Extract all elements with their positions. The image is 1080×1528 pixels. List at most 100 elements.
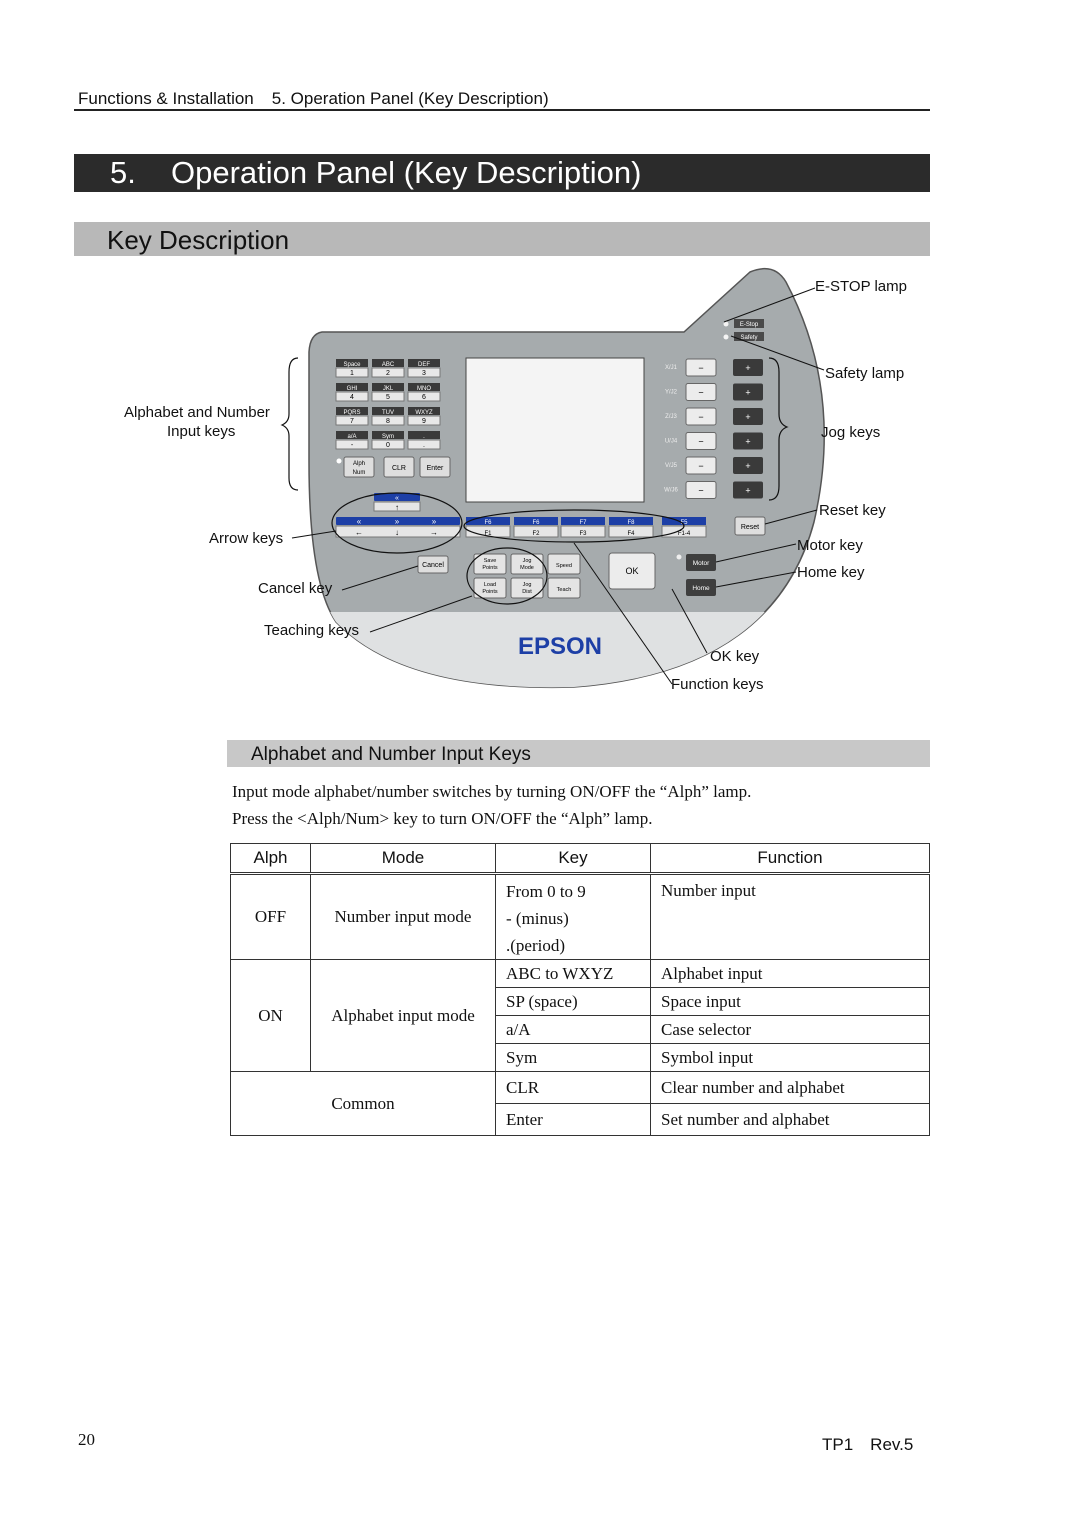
paragraph-1: Input mode alphabet/number switches by t…: [232, 782, 752, 801]
on-key-3: a/A: [495, 1015, 651, 1044]
subsection-title-text: Alphabet and Number Input Keys: [251, 744, 531, 765]
jog-plus-glyph: +: [745, 437, 750, 447]
function-key-bottom-label: F3: [579, 531, 587, 537]
teaching-key-label: Save: [484, 558, 497, 564]
jog-minus-glyph: −: [698, 388, 703, 398]
jog-minus-key: [685, 358, 717, 377]
function-key-top-label: F7: [579, 520, 587, 526]
keypad-key-bottom: [335, 439, 369, 450]
clr-label: CLR: [392, 465, 406, 472]
jog-minus-key: [685, 456, 717, 475]
function-key-top-label: F8: [627, 520, 635, 526]
teaching-key: [510, 577, 544, 599]
jog-axis-label: W/J6: [664, 488, 678, 494]
jog-minus-key: [685, 432, 717, 450]
jog-plus-key: [733, 383, 763, 401]
keypad-label-bottom: 5: [386, 394, 390, 401]
keypad-key-top: [372, 407, 404, 415]
on-function-1: Alphabet input: [650, 959, 930, 988]
epson-logo: EPSON: [518, 633, 602, 660]
keypad-key-bottom: [371, 415, 405, 426]
teaching-key-label: Load: [484, 582, 496, 588]
off-key-1: From 0 to 9: [506, 882, 586, 901]
keypad-label-bottom: -: [351, 442, 354, 449]
off-key-2: - (minus): [506, 909, 569, 928]
jog-minus-key: [685, 383, 717, 401]
svg-text:«: «: [395, 495, 399, 502]
enter-label: Enter: [427, 465, 444, 472]
callout-motor-key: Motor key: [797, 537, 863, 554]
keypad-key-top: [336, 383, 368, 391]
keypad-key-bottom: [407, 415, 441, 426]
jog-axis-label: Z/J3: [665, 414, 677, 420]
on-function-2: Space input: [650, 987, 930, 1016]
cancel-label: Cancel: [422, 562, 444, 569]
keypad-label-top: .: [423, 434, 425, 440]
chapter-text: Operation Panel (Key Description): [171, 155, 642, 190]
svg-text:↑: ↑: [395, 503, 399, 512]
teaching-key-label: Points: [482, 589, 498, 595]
jog-axis-label: X/J1: [665, 365, 678, 371]
jog-plus-glyph: +: [745, 388, 750, 398]
jog-axis-label: U/J4: [665, 439, 678, 445]
keypad-key-bottom: [371, 439, 405, 450]
keypad-key-bottom: [335, 367, 369, 378]
common-function-1: Clear number and alphabet: [650, 1071, 930, 1104]
keypad-key-bottom: [335, 391, 369, 402]
jog-plus-key: [733, 408, 763, 425]
on-key-2: SP (space): [495, 987, 651, 1016]
cell-common: Common: [230, 1071, 496, 1136]
jog-minus-glyph: −: [698, 363, 703, 373]
on-function-3: Case selector: [650, 1015, 930, 1044]
header-rule: [74, 109, 930, 111]
common-key-1: CLR: [495, 1071, 651, 1104]
keypad-key-top: [408, 407, 440, 415]
keypad-label-top: a/A: [347, 434, 356, 440]
motor-label: Motor: [693, 560, 710, 567]
operation-panel-illustration: E-Stop Safety Space1ABC2DEF3GHI4JKL5MNO6…: [280, 267, 825, 689]
function-key-bottom: [513, 525, 559, 538]
jog-minus-glyph: −: [698, 412, 703, 422]
jog-plus-glyph: +: [745, 363, 750, 373]
keypad-label-top: WXYZ: [415, 410, 433, 416]
page-number: 20: [78, 1430, 95, 1449]
keypad-label-top: Space: [343, 362, 361, 368]
cell-off-function: Number input: [650, 873, 930, 960]
callout-reset-key: Reset key: [819, 502, 886, 519]
keypad-label-top: DEF: [418, 362, 430, 368]
on-key-4: Sym: [495, 1043, 651, 1072]
function-key-top: [561, 517, 605, 525]
keypad-key-top: [336, 431, 368, 439]
callout-ok-key: OK key: [710, 648, 760, 665]
keypad-key-top: [372, 383, 404, 391]
teaching-key-label: Mode: [520, 565, 534, 571]
jog-minus-glyph: −: [698, 461, 703, 471]
subsection-title: Alphabet and Number Input Keys: [227, 740, 930, 767]
keypad-label-top: TUV: [382, 410, 394, 416]
section-title-text: Key Description: [107, 225, 290, 255]
teaching-key: [547, 553, 581, 575]
paragraph-2: Press the <Alph/Num> key to turn ON/OFF …: [232, 809, 653, 828]
keypad-label-top: MNO: [417, 386, 431, 392]
on-function-4: Symbol input: [650, 1043, 930, 1072]
ok-label: OK: [625, 566, 638, 576]
jog-plus-key: [733, 481, 763, 499]
alpha-number-keypad: Space1ABC2DEF3GHI4JKL5MNO6PQRS7TUV8WXYZ9…: [335, 359, 441, 450]
cell-on-mode: Alphabet input mode: [310, 959, 496, 1072]
keypad-label-bottom: .: [423, 442, 425, 449]
keypad-key-bottom: [335, 415, 369, 426]
function-key-top-label: F5: [680, 520, 688, 526]
teaching-key-label: Teach: [557, 587, 572, 593]
function-key-top: [609, 517, 653, 525]
function-key-top: [514, 517, 558, 525]
off-key-3: .(period): [506, 936, 566, 955]
keypad-label-top: JKL: [383, 386, 394, 392]
jog-plus-key: [733, 359, 763, 376]
teaching-key-label: Speed: [556, 563, 572, 569]
keypad-label-bottom: 1: [350, 370, 354, 377]
common-function-2: Set number and alphabet: [650, 1103, 930, 1136]
keypad-label-top: ABC: [382, 362, 395, 368]
svg-text:»: »: [432, 517, 437, 526]
